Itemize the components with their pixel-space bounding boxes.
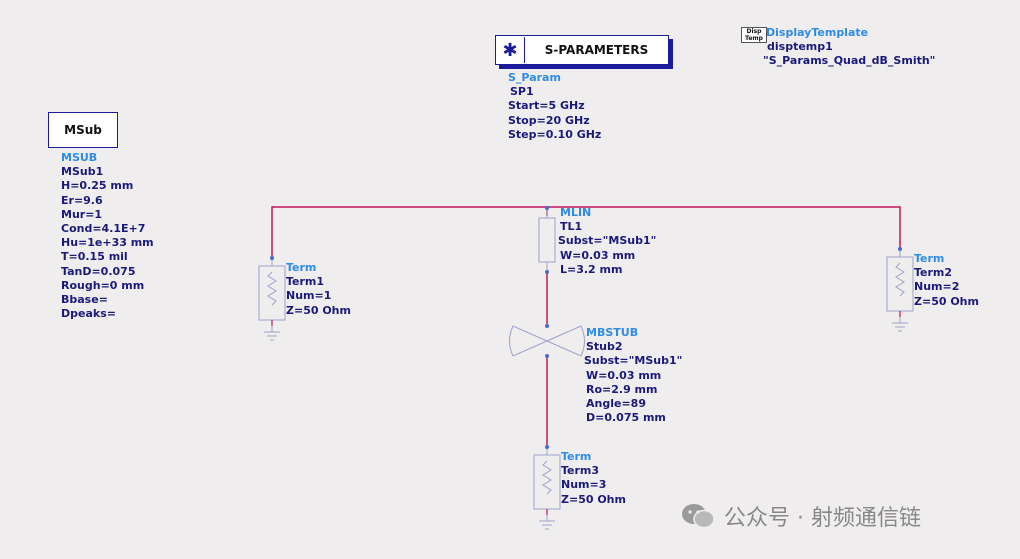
msub-param: Cond=4.1E+7 [61, 222, 146, 236]
mlin-symbol[interactable] [538, 210, 556, 272]
mlin-param: W=0.03 mm [560, 248, 636, 262]
sparam-name: SP1 [510, 85, 534, 99]
sparam-param: Step=0.10 GHz [508, 127, 602, 141]
term3-param: Num=3 [561, 478, 607, 492]
msub-param: Mur=1 [61, 207, 103, 221]
msub-component-box[interactable]: MSub [48, 112, 118, 148]
sparam-controller-icon: ✱ [496, 37, 525, 63]
mbstub-name: Stub2 [586, 340, 623, 354]
msub-param: Dpeaks= [61, 307, 116, 321]
display-template-param: "S_Params_Quad_dB_Smith" [763, 54, 936, 68]
mlin-label-block[interactable]: MLIN TL1 Subst="MSub1" W=0.03 mm L=3.2 m… [558, 206, 657, 277]
mbstub-param: Ro=2.9 mm [586, 382, 658, 396]
term2-name: Term2 [914, 266, 953, 280]
disp-icon-text-top: Disp [746, 28, 762, 35]
msub-label-block[interactable]: MSUB MSub1 H=0.25 mm Er=9.6 Mur=1 Cond=4… [61, 151, 154, 321]
display-template-type: DisplayTemplate [766, 26, 869, 39]
msub-param: Rough=0 mm [61, 278, 145, 292]
term1-label-block[interactable]: Term Term1 Num=1 Z=50 Ohm [286, 261, 351, 318]
term2-symbol[interactable] [886, 249, 914, 332]
display-template-icon[interactable]: Disp Temp [741, 27, 767, 43]
term3-name: Term3 [561, 464, 600, 478]
term2-type: Term [914, 252, 945, 265]
sparam-box-label: S-PARAMETERS [544, 43, 649, 57]
display-template-name: disptemp1 [767, 40, 833, 54]
term2-param: Z=50 Ohm [914, 294, 979, 308]
term1-param: Num=1 [286, 289, 332, 303]
term1-type: Term [286, 261, 317, 274]
msub-param: Hu=1e+33 mm [61, 236, 154, 250]
wechat-icon [682, 504, 715, 529]
sparameters-component-box[interactable]: ✱ S-PARAMETERS [495, 35, 669, 65]
term2-param: Num=2 [914, 280, 960, 294]
msub-param: T=0.15 mil [61, 250, 128, 264]
mlin-name: TL1 [560, 220, 583, 234]
mlin-param: Subst="MSub1" [558, 234, 657, 248]
msub-name: MSub1 [61, 165, 104, 179]
mbstub-param: Angle=89 [586, 397, 646, 411]
sparam-type: S_Param [508, 71, 561, 84]
msub-param: Bbase= [61, 293, 108, 307]
sparam-param: Start=5 GHz [508, 99, 585, 113]
wire-top[interactable] [271, 206, 901, 257]
term1-symbol[interactable] [258, 258, 286, 341]
term3-label-block[interactable]: Term Term3 Num=3 Z=50 Ohm [561, 450, 626, 507]
mlin-type: MLIN [560, 206, 592, 219]
msub-param: Er=9.6 [61, 193, 103, 207]
term2-label-block[interactable]: Term Term2 Num=2 Z=50 Ohm [914, 252, 979, 309]
term1-name: Term1 [286, 275, 325, 289]
mbstub-param: Subst="MSub1" [584, 354, 683, 368]
mbstub-param: W=0.03 mm [586, 368, 662, 382]
msub-type: MSUB [61, 151, 98, 164]
sparam-param: Stop=20 GHz [508, 113, 590, 127]
mlin-param: L=3.2 mm [560, 262, 623, 276]
mbstub-symbol[interactable] [509, 325, 585, 357]
mbstub-label-block[interactable]: MBSTUB Stub2 Subst="MSub1" W=0.03 mm Ro=… [584, 326, 683, 425]
msub-param: H=0.25 mm [61, 179, 134, 193]
disp-icon-text-bottom: Temp [745, 35, 763, 42]
sparam-label-block[interactable]: S_Param SP1 Start=5 GHz Stop=20 GHz Step… [508, 71, 601, 142]
msub-param: TanD=0.075 [61, 264, 136, 278]
msub-box-label: MSub [64, 123, 102, 137]
mbstub-type: MBSTUB [586, 326, 639, 339]
term1-param: Z=50 Ohm [286, 303, 351, 317]
term3-symbol[interactable] [533, 447, 561, 530]
mbstub-param: D=0.075 mm [586, 411, 666, 425]
term3-type: Term [561, 450, 592, 463]
watermark-text: 公众号 · 射频通信链 [724, 506, 921, 531]
display-template-label-block[interactable]: DisplayTemplate disptemp1 "S_Params_Quad… [763, 26, 936, 69]
term3-param: Z=50 Ohm [561, 492, 626, 506]
watermark: 公众号 · 射频通信链 [680, 500, 921, 532]
